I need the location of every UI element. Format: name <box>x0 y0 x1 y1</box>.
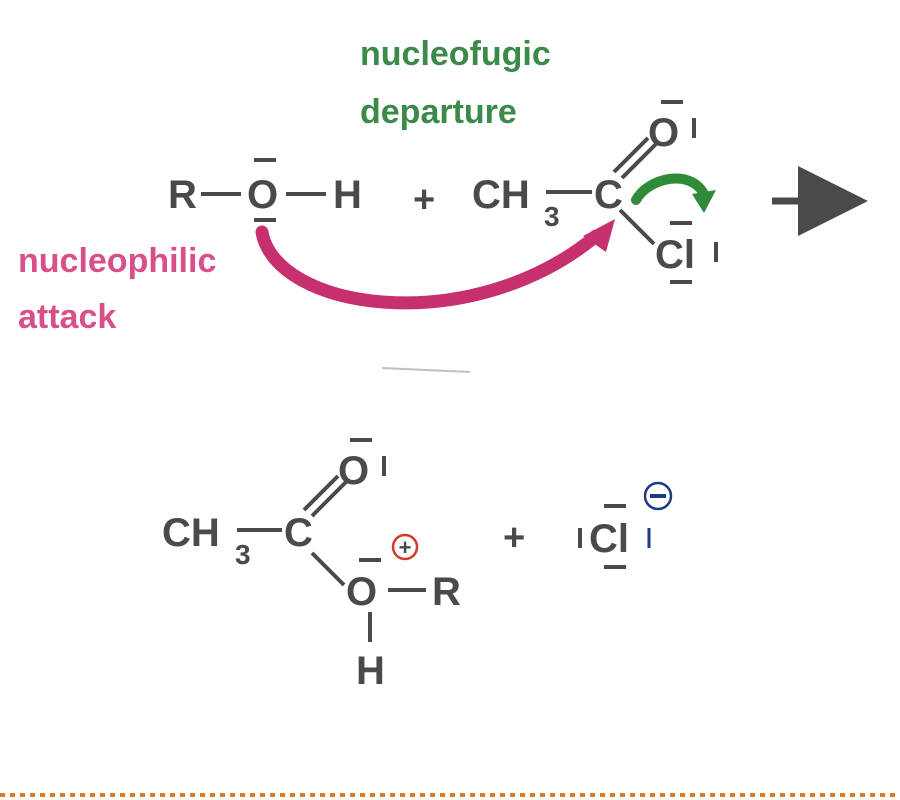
acyl-ch: CH <box>472 173 530 217</box>
acyl-cl: Cl <box>655 233 695 277</box>
chloride-ion: Cl <box>578 481 673 569</box>
attack-arrowhead <box>583 219 615 252</box>
product-plus: + <box>503 517 525 559</box>
departure-arrow <box>631 173 709 205</box>
nucleofugic-label-line1: nucleofugic <box>360 35 551 73</box>
negative-charge-circle <box>643 481 673 511</box>
acyl-o: O <box>648 111 679 155</box>
departure-arrowhead <box>692 190 716 213</box>
attack-arrow <box>255 225 603 310</box>
acyl-chloride-molecule: CH 3 C O Cl <box>472 100 718 284</box>
alcohol-o: O <box>247 173 278 217</box>
nucleophilic-label-line1: nucleophilic <box>18 242 216 280</box>
product-c: C <box>284 511 313 555</box>
product-carbonyl-o: O <box>338 449 369 493</box>
alcohol-r: R <box>168 173 197 217</box>
product-ch: CH <box>162 511 220 555</box>
reactant-plus: + <box>413 179 435 221</box>
double-bond-line-2 <box>620 142 658 180</box>
product-subscript: 3 <box>235 539 251 570</box>
chloride-symbol: Cl <box>589 517 629 561</box>
double-bond-line-1 <box>612 136 650 174</box>
alcohol-h: H <box>333 173 362 217</box>
acyl-c: C <box>594 173 623 217</box>
product-double-bond-2 <box>310 480 348 518</box>
positive-charge-sign: + <box>399 535 412 560</box>
tetrahedral-product: CH 3 C O O + R H <box>162 438 461 693</box>
nucleofugic-label-line2: departure <box>360 93 517 131</box>
product-bond-c-o <box>310 551 346 587</box>
product-r: R <box>432 570 461 614</box>
scan-mark <box>381 367 471 373</box>
nucleophilic-label-line2: attack <box>18 298 116 336</box>
acyl-subscript: 3 <box>544 201 560 232</box>
product-oxonium-o: O <box>346 570 377 614</box>
positive-charge-circle <box>391 533 419 561</box>
bond-c-cl <box>618 208 656 246</box>
alcohol-molecule: R O H <box>168 158 362 222</box>
product-double-bond-1 <box>302 474 340 512</box>
product-h: H <box>356 649 385 693</box>
